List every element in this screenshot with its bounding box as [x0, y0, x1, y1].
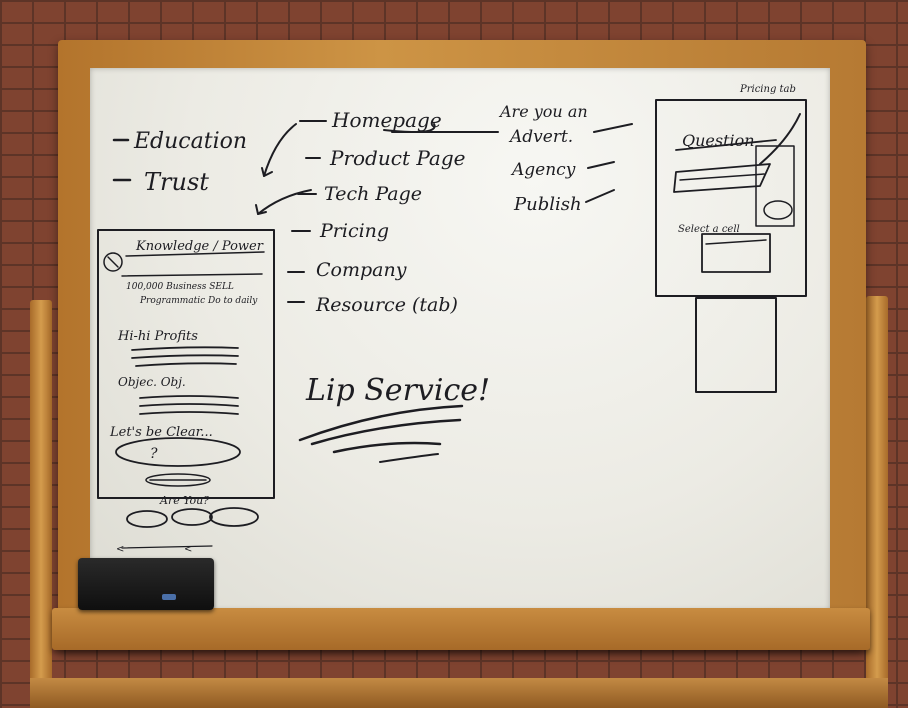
- whiteboard-surface: [90, 68, 830, 616]
- easel-right-leg: [866, 296, 888, 704]
- easel-base: [30, 678, 888, 708]
- easel-left-leg: [30, 300, 52, 708]
- marker-tray: [52, 608, 870, 650]
- eraser-logo: [162, 594, 176, 600]
- eraser: [78, 558, 214, 610]
